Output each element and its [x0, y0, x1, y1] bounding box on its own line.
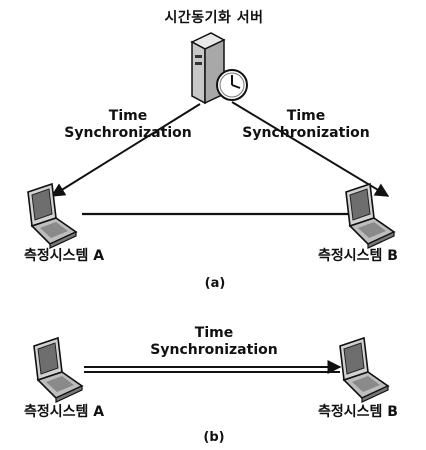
server-label: 시간동기화 서버	[164, 10, 264, 26]
system-b-label: 측정시스템 B	[318, 248, 398, 264]
system-a-label: 측정시스템 A	[24, 248, 105, 264]
sync-label-right-line1: Time	[286, 108, 326, 124]
sync-label-b-line2: Synchronization	[150, 342, 278, 358]
system-a-label-b: 측정시스템 A	[24, 404, 105, 420]
caption-a: (a)	[204, 276, 226, 291]
system-b-label-b: 측정시스템 B	[318, 404, 398, 420]
sync-label-right: Time Synchronization	[242, 108, 369, 142]
sync-arrow-right	[231, 101, 390, 197]
sync-arrow-left	[50, 103, 201, 197]
caption-b: (b)	[203, 430, 225, 445]
sync-label-b: Time Synchronization	[150, 325, 277, 359]
sync-label-left-line1: Time	[108, 108, 148, 124]
sync-label-left: Time Synchronization	[64, 108, 191, 142]
laptop-icon	[33, 337, 83, 403]
laptop-icon	[339, 337, 389, 403]
sync-label-b-line1: Time	[194, 325, 234, 341]
laptop-icon	[345, 183, 395, 249]
server-with-clock-icon	[190, 32, 248, 105]
laptop-icon	[27, 183, 77, 249]
sync-label-right-line2: Synchronization	[242, 125, 370, 141]
sync-label-left-line2: Synchronization	[64, 125, 192, 141]
